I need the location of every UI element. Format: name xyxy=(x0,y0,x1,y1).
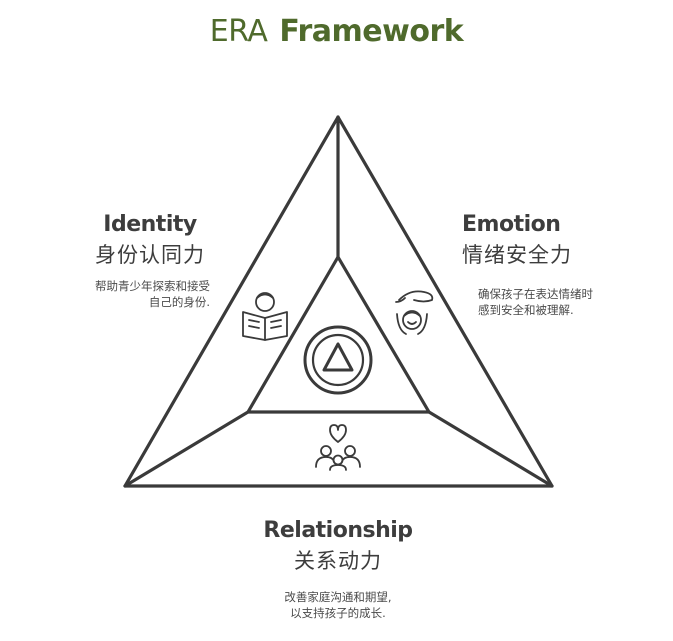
emotion-description: 确保孩子在表达情绪时 感到安全和被理解. xyxy=(478,286,638,318)
page-title: ERA Framework xyxy=(0,14,673,49)
relationship-title: Relationship xyxy=(263,518,413,543)
relationship-title-zh: 关系动力 xyxy=(294,549,382,573)
emotion-title-zh: 情绪安全力 xyxy=(462,243,572,267)
identity-description: 帮助青少年探索和接受 自己的身份. xyxy=(60,278,210,310)
emotion-title: Emotion xyxy=(462,212,561,237)
identity-desc-line-1: 帮助青少年探索和接受 xyxy=(95,279,210,293)
emotion-label: Emotion 情绪安全力 xyxy=(462,212,592,269)
identity-title: Identity xyxy=(103,212,197,237)
triangle-logo-icon xyxy=(303,325,373,395)
relationship-desc-line-1: 改善家庭沟通和期望, xyxy=(284,590,392,604)
outer-triangle xyxy=(123,115,554,488)
emotion-desc-line-1: 确保孩子在表达情绪时 xyxy=(478,287,593,301)
reading-person-icon xyxy=(242,292,288,341)
family-heart-icon xyxy=(315,424,361,471)
connector-left xyxy=(123,410,250,488)
relationship-label: Relationship 关系动力 xyxy=(240,518,436,575)
title-era: ERA xyxy=(209,14,268,49)
connector-right xyxy=(427,410,554,488)
identity-label: Identity 身份认同力 xyxy=(70,212,230,269)
relationship-desc-line-2: 以支持孩子的成长. xyxy=(290,606,386,620)
relationship-description: 改善家庭沟通和期望, 以支持孩子的成长. xyxy=(250,589,426,621)
inner-triangle xyxy=(246,255,431,414)
identity-desc-line-2: 自己的身份. xyxy=(148,295,210,309)
identity-title-zh: 身份认同力 xyxy=(95,243,205,267)
hand-over-child-icon xyxy=(395,290,434,335)
title-framework: Framework xyxy=(279,14,464,49)
emotion-desc-line-2: 感到安全和被理解. xyxy=(478,303,574,317)
